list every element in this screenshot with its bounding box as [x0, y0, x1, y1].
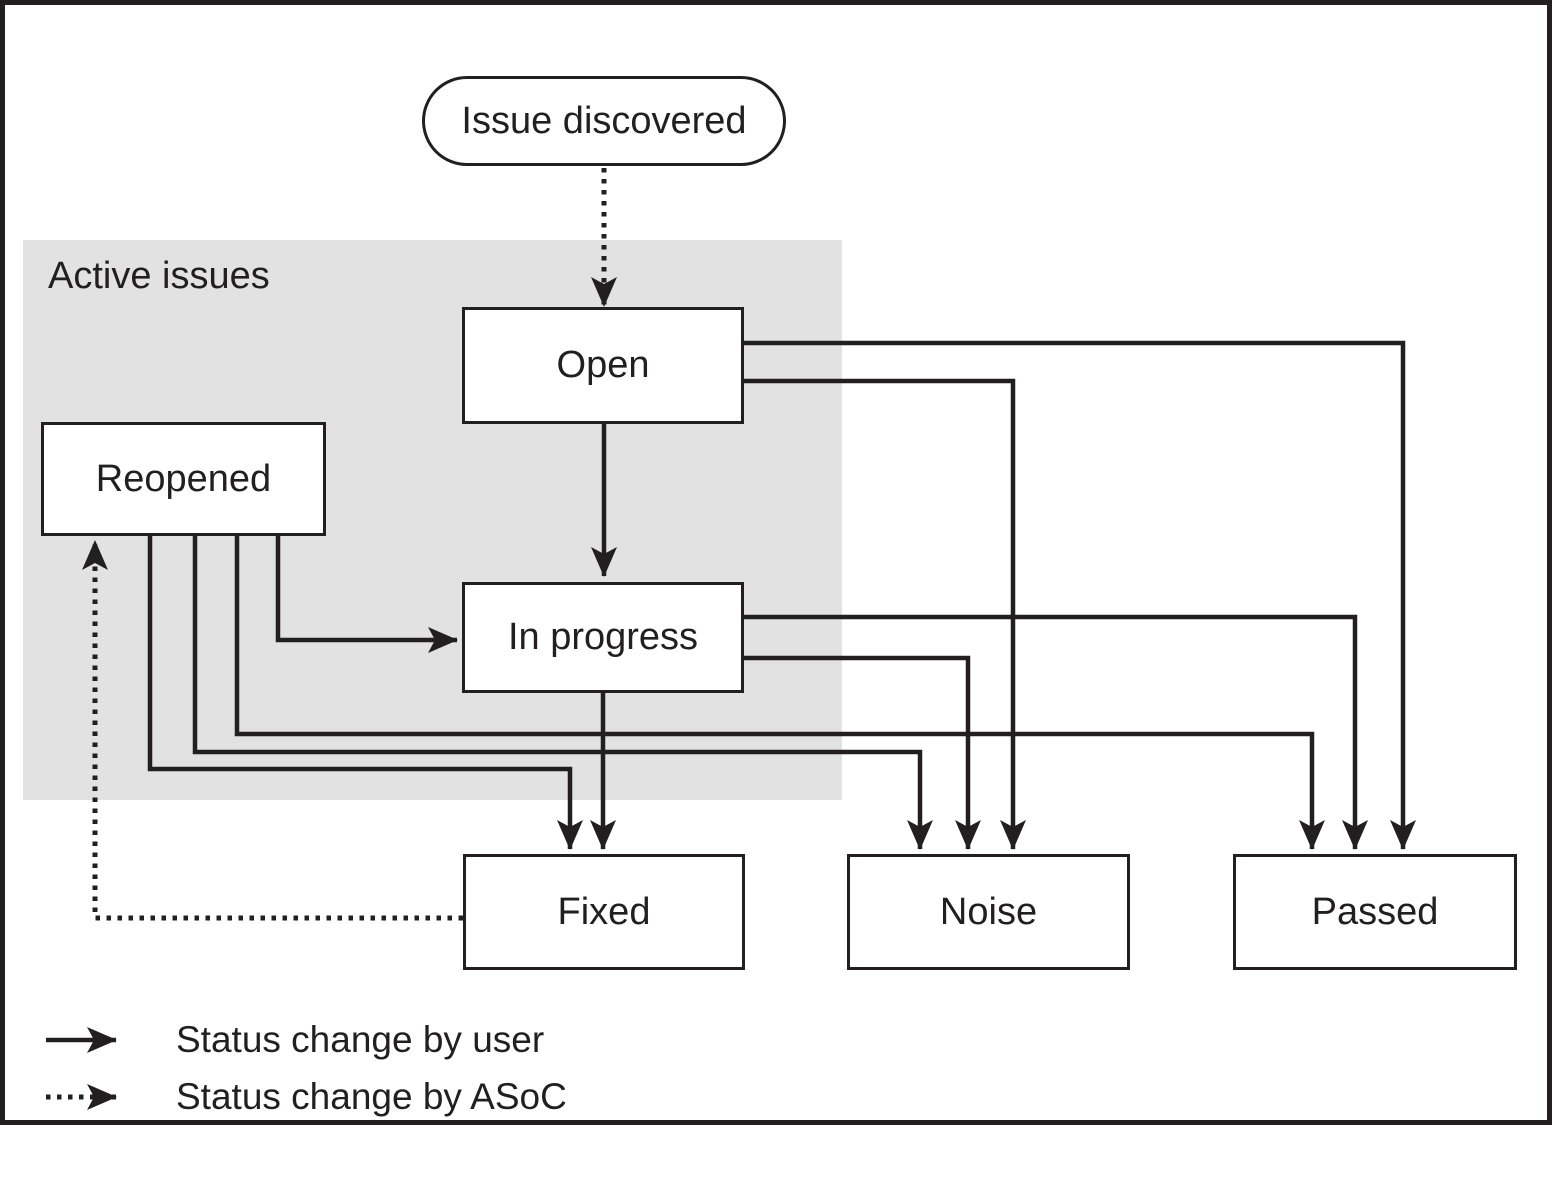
edge-in-progress-to-noise-arrow [744, 655, 981, 850]
edge-in-progress-to-passed-arrow [744, 614, 1368, 850]
active-issues-label: Active issues [48, 255, 270, 297]
edge-reopened-to-passed-arrow [234, 536, 1325, 850]
edge-reopened-to-noise-arrow [192, 536, 933, 850]
node-open: Open [462, 307, 744, 424]
node-reopened: Reopened [41, 422, 326, 536]
node-reopened-label: Reopened [95, 457, 272, 500]
node-issue-discovered: Issue discovered [422, 76, 786, 166]
node-in-progress: In progress [462, 582, 744, 693]
node-fixed: Fixed [463, 854, 745, 970]
node-issue-discovered-label: Issue discovered [461, 99, 747, 142]
legend-item-user: Status change by user [176, 1019, 545, 1060]
edge-open-to-noise-arrow [744, 378, 1026, 850]
edge-open-to-passed-arrow [744, 340, 1416, 850]
node-in-progress-label: In progress [507, 616, 699, 658]
node-passed-label: Passed [1311, 890, 1439, 933]
edge-reopened-to-in-progress-arrow [275, 536, 458, 653]
node-noise-label: Noise [939, 890, 1038, 933]
node-noise: Noise [847, 854, 1130, 970]
node-fixed-label: Fixed [557, 890, 651, 933]
edge-fixed-to-reopened-arrow [82, 540, 463, 921]
node-open-label: Open [556, 344, 650, 386]
edge-reopened-to-fixed-arrow [147, 536, 583, 850]
node-passed: Passed [1233, 854, 1517, 970]
legend-item-asoc: Status change by ASoC [176, 1076, 567, 1117]
